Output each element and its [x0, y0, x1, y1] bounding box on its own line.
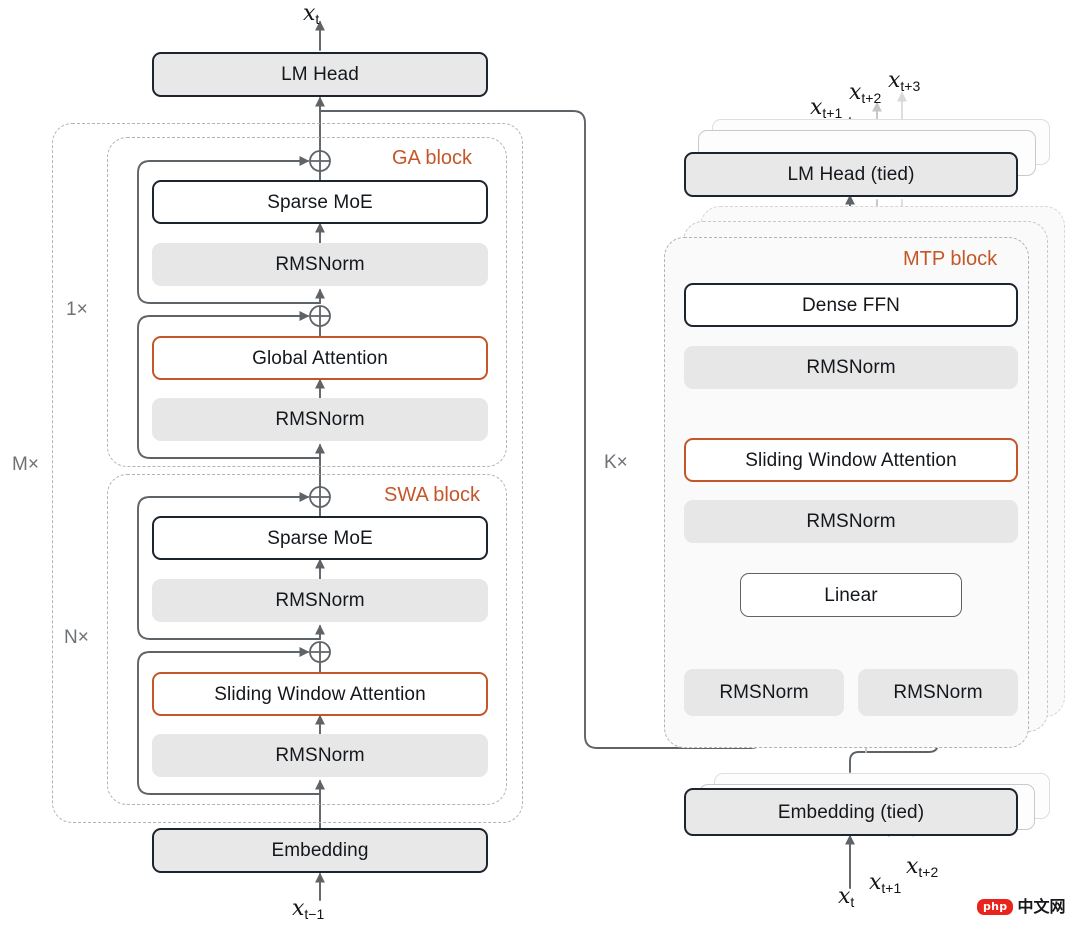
lm-head-label: LM Head	[281, 64, 359, 85]
token-sub: t−1	[304, 906, 325, 922]
mtp-linear-box[interactable]: Linear	[740, 573, 962, 617]
embedding-tied-label: Embedding (tied)	[777, 801, 925, 823]
swa-block-frame	[107, 474, 507, 805]
swa-rmsnorm-pre-box[interactable]: RMSNorm	[152, 734, 488, 777]
input-token-xt: xt	[838, 884, 855, 910]
mtp-rmsnorm-pre-label: RMSNorm	[806, 511, 896, 532]
mtp-rmsnorm-left-box[interactable]: RMSNorm	[684, 669, 844, 716]
input-token-xt-1: xt−1	[292, 896, 325, 922]
mtp-rmsnorm-post-box[interactable]: RMSNorm	[684, 346, 1018, 389]
swa-block-multiplier: N×	[64, 627, 89, 648]
global-attention-label: Global Attention	[252, 347, 388, 369]
input-token-xt1: xt+1	[869, 870, 902, 896]
ga-block-label: GA block	[392, 147, 473, 169]
mtp-rmsnorm-post-label: RMSNorm	[806, 357, 896, 378]
ga-rmsnorm-pre-box[interactable]: RMSNorm	[152, 398, 488, 441]
main-stack-multiplier: M×	[12, 454, 39, 475]
output-token-xt: xt	[303, 1, 320, 27]
input-token-xt2: xt+2	[906, 854, 939, 880]
token-sub: t+1	[822, 105, 843, 121]
token-sub: t	[315, 11, 320, 27]
sliding-window-attention-label: Sliding Window Attention	[214, 683, 426, 705]
mtp-rmsnorm-pre-box[interactable]: RMSNorm	[684, 500, 1018, 543]
output-token-xt3: xt+3	[888, 68, 921, 94]
ga-rmsnorm-post-label: RMSNorm	[275, 254, 365, 275]
token-sub: t+2	[861, 90, 882, 106]
mtp-block-label: MTP block	[903, 248, 998, 270]
mtp-rmsnorm-left-label: RMSNorm	[719, 682, 809, 703]
mtp-sliding-window-attention-label: Sliding Window Attention	[745, 449, 957, 471]
lm-head-box[interactable]: LM Head	[152, 52, 488, 97]
watermark-badge: php	[977, 899, 1014, 915]
dense-ffn-box[interactable]: Dense FFN	[684, 283, 1018, 327]
swa-block-label: SWA block	[384, 484, 480, 506]
mtp-linear-label: Linear	[824, 584, 878, 606]
token-base: x	[292, 896, 305, 921]
token-sub: t+1	[881, 880, 902, 896]
swa-rmsnorm-post-label: RMSNorm	[275, 590, 365, 611]
ga-block-multiplier: 1×	[66, 299, 88, 320]
mtp-rmsnorm-right-box[interactable]: RMSNorm	[858, 669, 1018, 716]
token-base: x	[888, 68, 901, 93]
token-base: x	[810, 95, 823, 120]
output-token-xt2: xt+2	[849, 80, 882, 106]
token-sub: t	[850, 894, 855, 910]
ga-rmsnorm-post-box[interactable]: RMSNorm	[152, 243, 488, 286]
token-base: x	[303, 1, 316, 26]
token-base: x	[849, 80, 862, 105]
lm-head-tied-label: LM Head (tied)	[787, 164, 915, 185]
embedding-label: Embedding	[271, 840, 369, 861]
ga-sparse-moe-box[interactable]: Sparse MoE	[152, 180, 488, 224]
output-token-xt1: xt+1	[810, 95, 843, 121]
lm-head-tied-box[interactable]: LM Head (tied)	[684, 152, 1018, 197]
embedding-box[interactable]: Embedding	[152, 828, 488, 873]
swa-rmsnorm-pre-label: RMSNorm	[275, 745, 365, 766]
global-attention-box[interactable]: Global Attention	[152, 336, 488, 380]
token-base: x	[906, 854, 919, 879]
token-sub: t+3	[900, 78, 921, 94]
token-sub: t+2	[918, 864, 939, 880]
dense-ffn-label: Dense FFN	[801, 294, 901, 316]
mtp-stack-multiplier: K×	[604, 452, 628, 473]
ga-rmsnorm-pre-label: RMSNorm	[275, 409, 365, 430]
mtp-rmsnorm-right-label: RMSNorm	[893, 682, 983, 703]
mtp-sliding-window-attention-box[interactable]: Sliding Window Attention	[684, 438, 1018, 482]
watermark: php 中文网	[977, 899, 1066, 915]
ga-sparse-moe-label: Sparse MoE	[267, 191, 373, 213]
swa-sparse-moe-box[interactable]: Sparse MoE	[152, 516, 488, 560]
ga-block-frame	[107, 137, 507, 467]
embedding-tied-box[interactable]: Embedding (tied)	[684, 788, 1018, 836]
main-repeat-frame-M	[52, 123, 523, 823]
swa-sparse-moe-label: Sparse MoE	[267, 527, 373, 549]
swa-rmsnorm-post-box[interactable]: RMSNorm	[152, 579, 488, 622]
token-base: x	[838, 884, 851, 909]
sliding-window-attention-box[interactable]: Sliding Window Attention	[152, 672, 488, 716]
token-base: x	[869, 870, 882, 895]
watermark-text: 中文网	[1017, 897, 1066, 916]
